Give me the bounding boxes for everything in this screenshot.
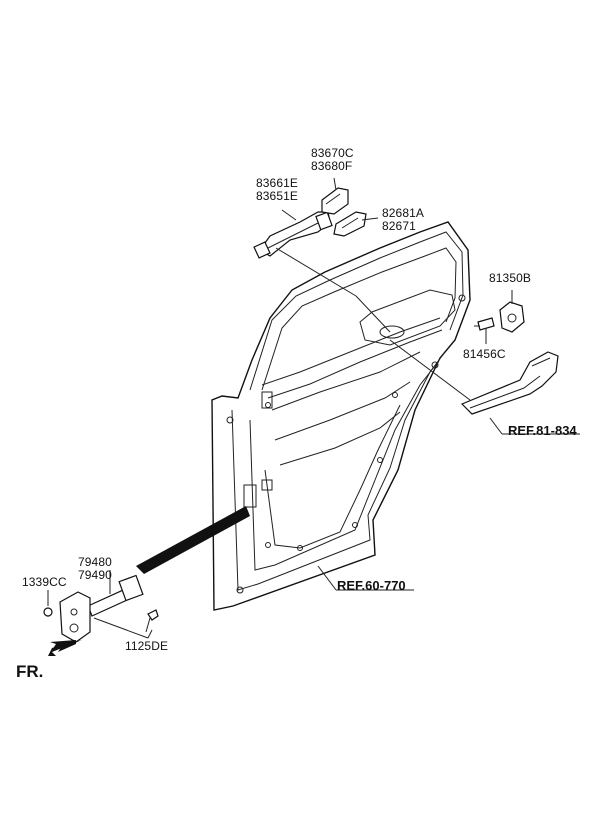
label-83651E: 83651E	[256, 189, 298, 203]
label-81350B: 81350B	[489, 271, 531, 285]
label-1339CC: 1339CC	[22, 575, 67, 589]
ref-60-770: REF.60-770	[337, 578, 406, 593]
inside-handle	[460, 351, 559, 415]
label-1125DE: 1125DE	[125, 639, 169, 653]
handle-cap	[321, 187, 349, 215]
label-83680F: 83680F	[311, 159, 353, 173]
leader-lines	[47, 177, 580, 639]
ref-81-834: REF.81-834	[508, 423, 577, 438]
label-81456C: 81456C	[463, 347, 506, 361]
front-direction-arrow	[48, 640, 82, 656]
handle-gasket	[333, 211, 367, 237]
label-82671: 82671	[382, 219, 416, 233]
door-panel	[211, 221, 471, 611]
front-label: FR.	[16, 662, 44, 681]
outside-handle	[253, 211, 333, 259]
label-82681A: 82681A	[382, 206, 424, 220]
label-83670C: 83670C	[311, 146, 354, 160]
inside-handle-bracket	[474, 301, 525, 333]
label-79480: 79480	[78, 555, 112, 569]
label-83661E: 83661E	[256, 176, 298, 190]
door-checker	[43, 506, 250, 643]
label-79490: 79490	[78, 568, 112, 582]
